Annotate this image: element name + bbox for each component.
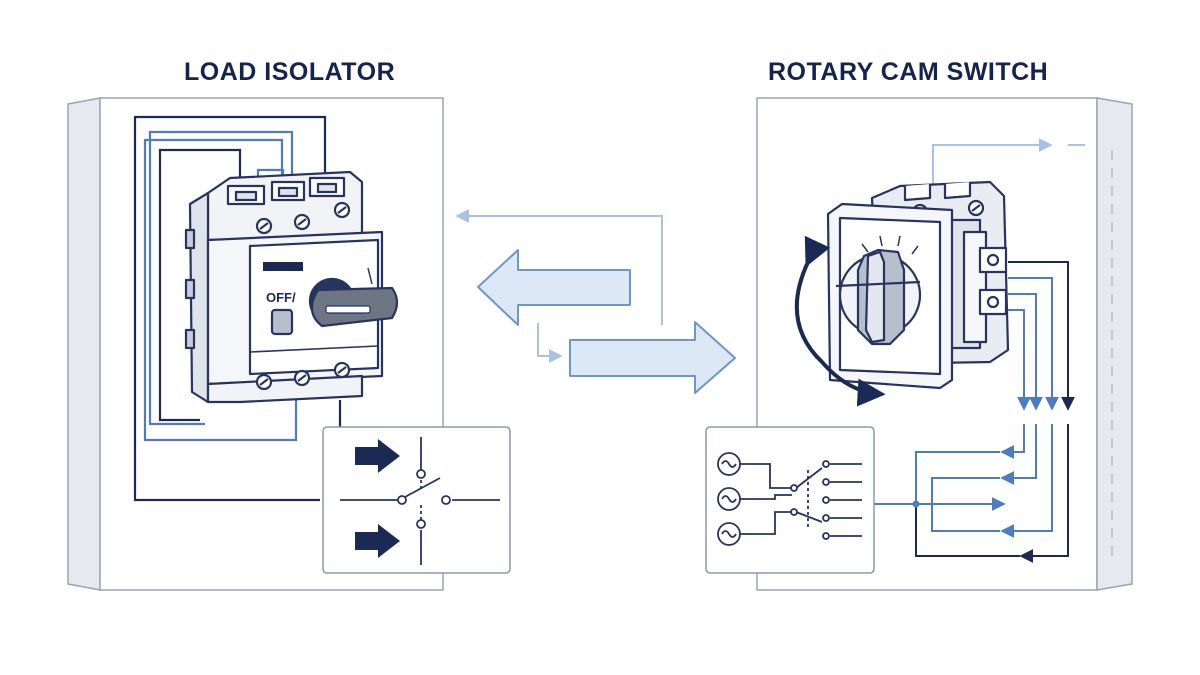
comparison-arrows	[455, 209, 736, 394]
input-arrow-icon	[355, 439, 400, 473]
left-arrow-icon	[477, 249, 631, 326]
isolator-wiring	[133, 115, 342, 502]
rotary-cam-switch-device	[826, 180, 1010, 390]
switch-symbol-inset	[322, 426, 511, 574]
link-line	[537, 323, 563, 363]
cam-switch-wiring	[870, 261, 1075, 563]
cam-schematic-inset	[705, 426, 875, 574]
knob-off-label: OFF/	[266, 290, 296, 305]
output-arrow-icon	[355, 524, 400, 558]
rotary-cam-switch-title: ROTARY CAM SWITCH	[768, 58, 1049, 86]
load-isolator-device	[184, 170, 399, 404]
right-arrow-icon	[569, 321, 736, 394]
feedback-line	[455, 209, 663, 325]
load-isolator-title: LOAD ISOLATOR	[184, 58, 396, 86]
rotation-arrow-icon	[794, 235, 886, 407]
